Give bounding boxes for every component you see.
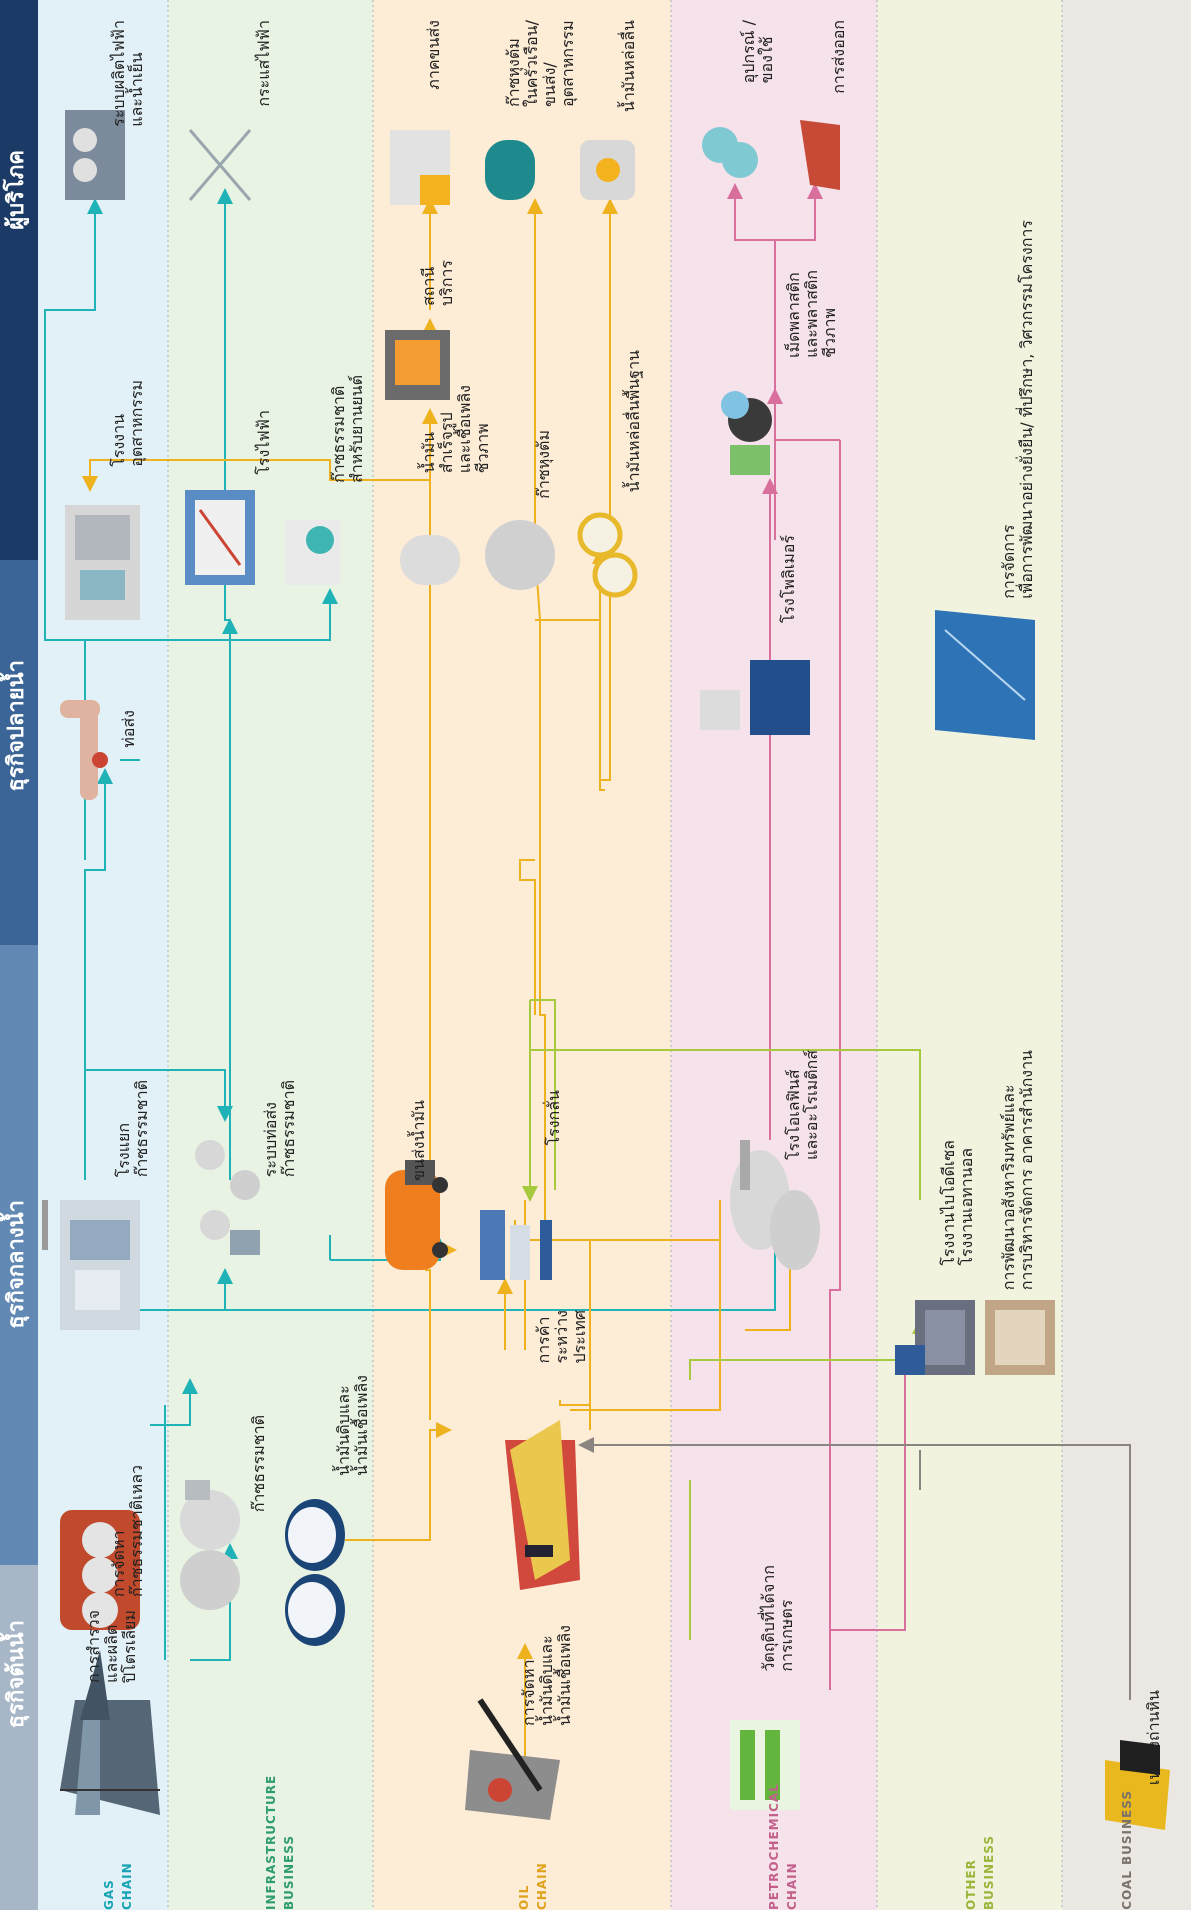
products-icon bbox=[702, 127, 758, 178]
lng-procurement-label: การจัดหา ก๊าซธรรมชาติเหลว bbox=[109, 1465, 146, 1598]
industrial-plant-label: โรงงาน อุตสาหกรรม bbox=[109, 380, 146, 467]
land-dev-label: การจัดการ เพื่อการพัฒนาอย่างยั่งยืน/ ที่… bbox=[999, 220, 1036, 599]
agricultural-greenhouse-icon bbox=[730, 1720, 800, 1810]
oil-pumpjack-icon bbox=[465, 1698, 560, 1820]
crude-procurement-label: การจัดหา น้ำมันดิบและ น้ำมันเชื้อเพลิง bbox=[519, 1625, 574, 1726]
pipeline-system-label: ระบบท่อส่ง ก๊าซธรรมชาติ bbox=[261, 1080, 298, 1178]
band-infrastructure-label: INFRASTRUCTURE BUSINESS bbox=[264, 1774, 296, 1910]
band-petro-label: PETROCHEMICAL CHAIN bbox=[767, 1783, 799, 1910]
band-coal-bg bbox=[1062, 0, 1191, 1910]
cogen-label: ระบบผลิตไฟฟ้า และน้ำเย็น bbox=[109, 20, 146, 127]
stage-downstream-bg bbox=[0, 560, 38, 945]
agri-materials-label: วัตถุดิบที่ได้จาก การเกษตร bbox=[759, 1565, 796, 1672]
refinery-icon bbox=[480, 1210, 552, 1280]
lpg-cylinder-icon bbox=[485, 140, 535, 200]
lpg-storage-tank-icon bbox=[485, 520, 555, 590]
oil-tanker-ship-icon bbox=[505, 1420, 580, 1590]
coal-truck-icon bbox=[1105, 1740, 1170, 1830]
band-other-label: OTHER BUSINESS bbox=[964, 1835, 996, 1910]
refinery-label: โรงกลั่น bbox=[544, 1090, 563, 1146]
stage-midstream-bg bbox=[0, 945, 38, 1565]
gas-for-power-label: ก๊าซธรรมชาติ สำหรับยานยนต์ bbox=[329, 375, 366, 484]
drilling-platform-icon bbox=[60, 1650, 160, 1815]
gas-storage-tanks-icon bbox=[180, 1480, 240, 1610]
aromatics-label: โรงโอเลฟินส์ และอะโรเมติกส์ bbox=[784, 1050, 821, 1160]
lng-tanker-icon bbox=[60, 1510, 140, 1630]
polymer-label: โรงโพลิเมอร์ bbox=[779, 535, 798, 624]
industrial-plant-icon bbox=[65, 505, 140, 620]
base-oil-label: น้ำมันหล่อลื่นพื้นฐาน bbox=[624, 350, 643, 493]
stage-consumer-bg bbox=[0, 0, 38, 560]
biodiesel-ethanol-plant-icon bbox=[895, 1300, 975, 1375]
stage-upstream-bg bbox=[0, 1565, 38, 1910]
crude-fuel-label: น้ำมันดิบและ น้ำมันเชื้อเพลิง bbox=[334, 1375, 371, 1476]
lubricants-label: น้ำมันหล่อลื่น bbox=[619, 20, 638, 113]
power-plant-icon bbox=[185, 490, 255, 585]
lubricant-drums-icon bbox=[577, 512, 638, 598]
refined-oil-label: น้ำมัน สำเร็จรูป และเชื้อเพลิง ชีวภาพ bbox=[419, 385, 492, 474]
oil-transport-label: ขนส่งน้ำมัน bbox=[409, 1100, 428, 1181]
exports-label: การส่งออก bbox=[829, 20, 848, 94]
stage-upstream-label: ธุรกิจต้นน้ำ bbox=[4, 1620, 29, 1729]
international-trade-label: การค้า ระหว่าง ประเทศ bbox=[534, 1310, 589, 1364]
transport-label: ภาคขนส่ง bbox=[424, 20, 443, 90]
pipe-label: ท่อส่ง bbox=[119, 710, 138, 748]
band-coal-label: COAL BUSINESS bbox=[1120, 1790, 1134, 1910]
plastic-pellets-icon bbox=[721, 391, 772, 475]
lubricant-can-icon bbox=[580, 140, 635, 200]
oil-truck-icon bbox=[385, 1160, 448, 1270]
cogeneration-icon bbox=[65, 110, 125, 200]
electricity-label: กระแสไฟฟ้า bbox=[254, 20, 273, 107]
lpg-label: ก๊าซหุงต้ม bbox=[534, 430, 553, 499]
stage-midstream-label: ธุรกิจกลางน้ำ bbox=[4, 1200, 29, 1329]
electricity-tower-icon bbox=[188, 129, 252, 201]
ngv-station-icon bbox=[285, 520, 340, 585]
lpg-use-label: ก๊าซหุงต้ม ในครัวเรือน/ ขนส่ง/ อุตสาหกรร… bbox=[504, 20, 577, 108]
olefins-aromatics-plant-icon bbox=[730, 1140, 820, 1270]
service-station-icon bbox=[385, 330, 450, 400]
export-ship-icon bbox=[800, 120, 840, 190]
gas-separation-plant-icon bbox=[42, 1200, 140, 1330]
coal-mine-label: เหมืองถ่านหิน bbox=[1144, 1690, 1163, 1786]
stage-downstream-label: ธุรกิจปลายน้ำ bbox=[4, 660, 29, 792]
products-label: อุปกรณ์ / ของใช้ bbox=[739, 20, 776, 84]
office-buildings-icon bbox=[985, 1300, 1055, 1375]
exploration-label: การสำรวจ และผลิต ปิโตรเลียม bbox=[84, 1610, 139, 1683]
natural-gas-label: ก๊าซธรรมชาติ bbox=[249, 1415, 268, 1513]
crude-oil-tanks-icon bbox=[285, 1499, 345, 1646]
bio-plant-label: โรงงานไบโอดีเซล โรงงานเอทานอล bbox=[939, 1140, 976, 1266]
band-gas-label: GAS CHAIN bbox=[102, 1862, 134, 1910]
power-plant-label: โรงไฟฟ้า bbox=[254, 410, 273, 475]
transport-truck-icon bbox=[390, 130, 450, 205]
service-station-label: สถานี บริการ bbox=[419, 260, 456, 307]
band-oil-label: OIL CHAIN bbox=[517, 1862, 549, 1910]
band-other-bg bbox=[877, 0, 1062, 1910]
stage-consumer-label: ผู้บริโภค bbox=[4, 150, 29, 230]
solar-farm-icon bbox=[935, 610, 1035, 740]
property-dev-label: การพัฒนาอสังหาริมทรัพย์และ การบริหารจัดก… bbox=[999, 1050, 1036, 1291]
oil-storage-tank-icon bbox=[400, 535, 460, 585]
gsp-label: โรงแยก ก๊าซธรรมชาติ bbox=[114, 1080, 151, 1178]
polymer-plant-icon bbox=[700, 660, 810, 735]
plastic-pellets-label: เม็ดพลาสติก และพลาสติก ชีวภาพ bbox=[784, 270, 839, 358]
band-oil-bg bbox=[373, 0, 671, 1910]
pipeline-system-icon bbox=[195, 1140, 260, 1255]
pipe-icon bbox=[60, 700, 108, 800]
